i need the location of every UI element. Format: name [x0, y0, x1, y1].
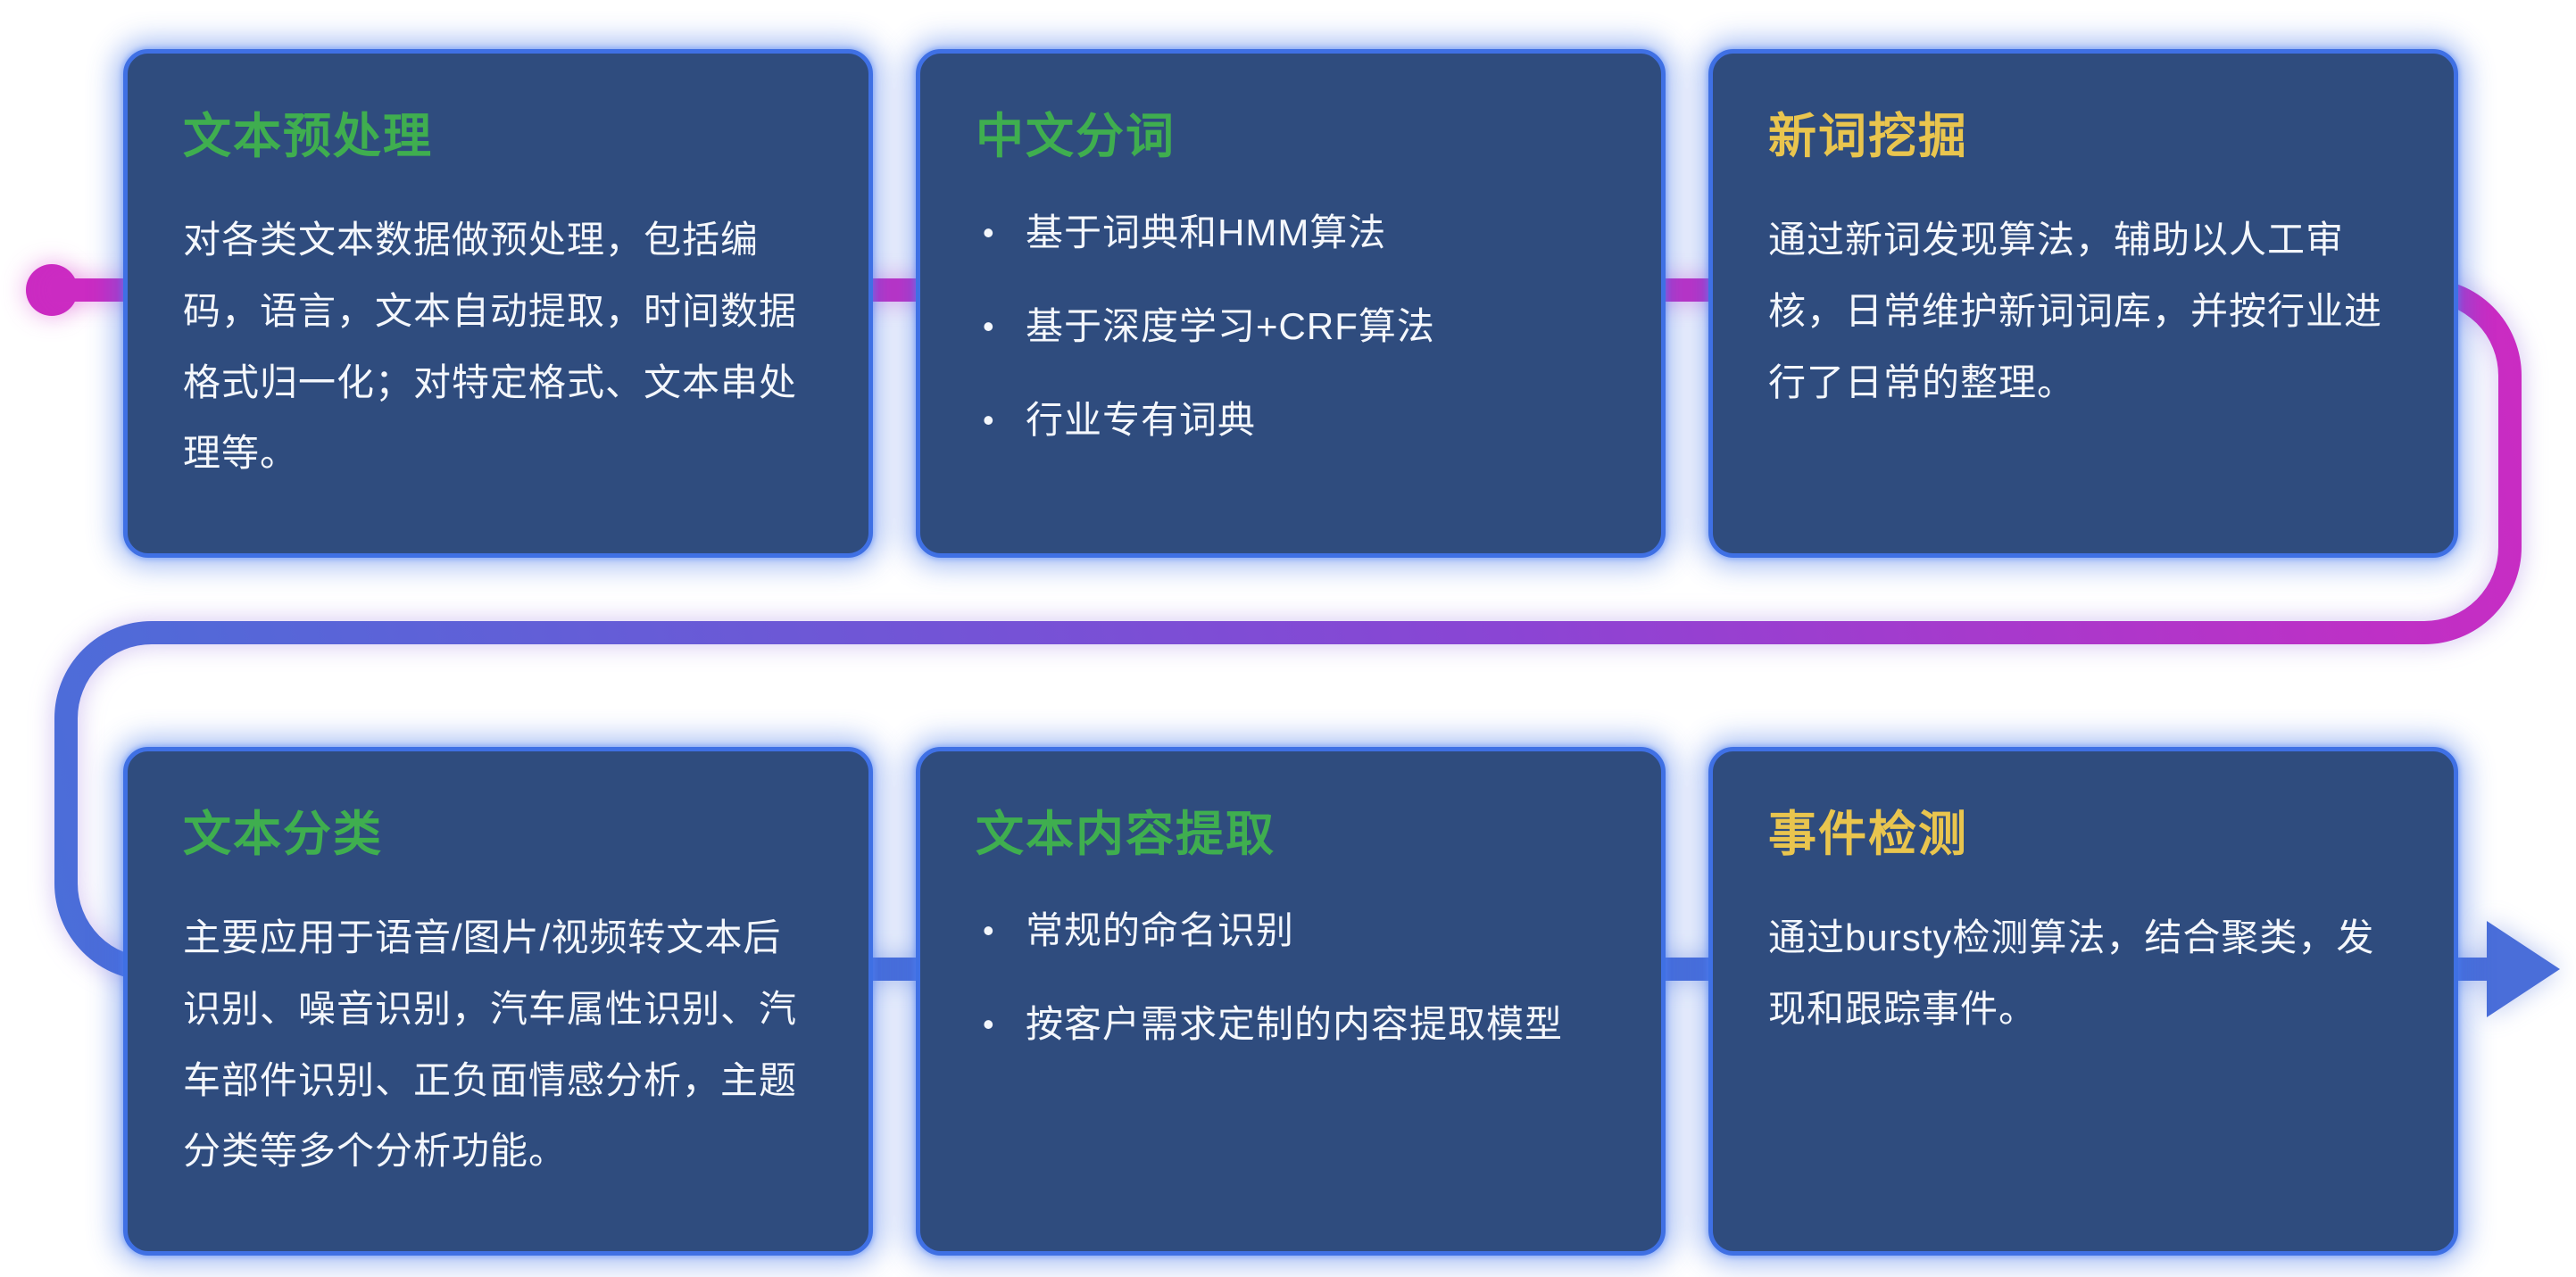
flow-line-return-segment — [54, 278, 2522, 981]
bullet-dot-icon: • — [983, 214, 995, 251]
card-title: 文本预处理 — [183, 110, 433, 163]
card-text-preprocessing: 文本预处理 对各类文本数据做预处理，包括编码，语言，文本自动提取，时间数据格式归… — [123, 49, 873, 558]
card-event-detection: 事件检测 通过bursty检测算法，结合聚类，发现和跟踪事件。 — [1708, 747, 2458, 1256]
bullet-text: 行业专有词典 — [1026, 399, 1257, 441]
bullet-item: • 基于词典和HMM算法 — [976, 204, 1606, 261]
card-body-text: 对各类文本数据做预处理，包括编码，语言，文本自动提取，时间数据格式归一化；对特定… — [183, 219, 798, 475]
card-title: 事件检测 — [1768, 808, 1968, 861]
flow-arrow-icon — [2487, 921, 2560, 1017]
card-text-classification: 文本分类 主要应用于语音/图片/视频转文本后识别、噪音识别，汽车属性识别、汽车部… — [123, 747, 873, 1256]
bullet-item: • 行业专有词典 — [976, 392, 1606, 448]
card-new-word-mining: 新词挖掘 通过新词发现算法，辅助以人工审核，日常维护新词词库，并按行业进行了日常… — [1708, 49, 2458, 558]
bullet-item: • 常规的命名识别 — [976, 902, 1606, 958]
bullet-text: 基于词典和HMM算法 — [1026, 211, 1387, 253]
bullet-text: 基于深度学习+CRF算法 — [1026, 305, 1435, 347]
bullet-item: • 基于深度学习+CRF算法 — [976, 298, 1606, 354]
bullet-dot-icon: • — [983, 308, 995, 344]
bullet-dot-icon: • — [983, 1006, 995, 1042]
card-bullet-list: • 基于词典和HMM算法 • 基于深度学习+CRF算法 • 行业专有词典 — [976, 204, 1606, 448]
card-title: 新词挖掘 — [1768, 110, 1968, 163]
card-text-content-extraction: 文本内容提取 • 常规的命名识别 • 按客户需求定制的内容提取模型 — [916, 747, 1666, 1256]
card-title: 文本分类 — [183, 808, 383, 861]
card-title: 中文分词 — [976, 110, 1176, 163]
bullet-item: • 按客户需求定制的内容提取模型 — [976, 996, 1606, 1052]
card-chinese-word-segmentation: 中文分词 • 基于词典和HMM算法 • 基于深度学习+CRF算法 • 行业专有词… — [916, 49, 1666, 558]
bullet-text: 按客户需求定制的内容提取模型 — [1026, 1003, 1564, 1045]
card-bullet-list: • 常规的命名识别 • 按客户需求定制的内容提取模型 — [976, 902, 1606, 1052]
card-body-text: 通过bursty检测算法，结合聚类，发现和跟踪事件。 — [1768, 916, 2375, 1030]
card-body-text: 通过新词发现算法，辅助以人工审核，日常维护新词词库，并按行业进行了日常的整理。 — [1768, 219, 2383, 403]
card-title: 文本内容提取 — [976, 808, 1276, 861]
card-body-text: 主要应用于语音/图片/视频转文本后识别、噪音识别，汽车属性识别、汽车部件识别、正… — [183, 916, 798, 1173]
bullet-dot-icon: • — [983, 402, 995, 438]
bullet-dot-icon: • — [983, 912, 995, 949]
bullet-text: 常规的命名识别 — [1026, 909, 1295, 951]
